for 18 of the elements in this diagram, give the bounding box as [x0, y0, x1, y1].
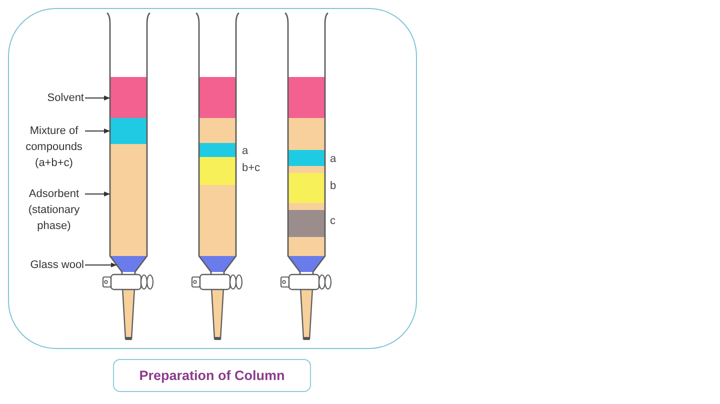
part-label: Adsorbent (stationary phase) [24, 186, 84, 234]
adsorbent-layer [110, 144, 147, 256]
part-label: Glass wool [30, 257, 84, 273]
leader-arrow [84, 96, 110, 100]
sample-band [110, 118, 147, 144]
band-label: c [330, 214, 336, 229]
part-label: Solvent [47, 90, 84, 106]
band-label: a [330, 152, 336, 167]
band-label: b [330, 179, 336, 194]
leader-arrow [84, 128, 110, 134]
glass-wool-plug [288, 256, 325, 272]
solvent-layer [110, 77, 147, 118]
part-label: Mixture of compounds (a+b+c) [24, 123, 84, 171]
band-label: a [242, 144, 248, 159]
band-label: b+c [242, 161, 260, 176]
leader-arrow [84, 192, 110, 196]
figure-caption: Preparation of Column [113, 359, 311, 392]
leader-arrow [84, 262, 118, 268]
